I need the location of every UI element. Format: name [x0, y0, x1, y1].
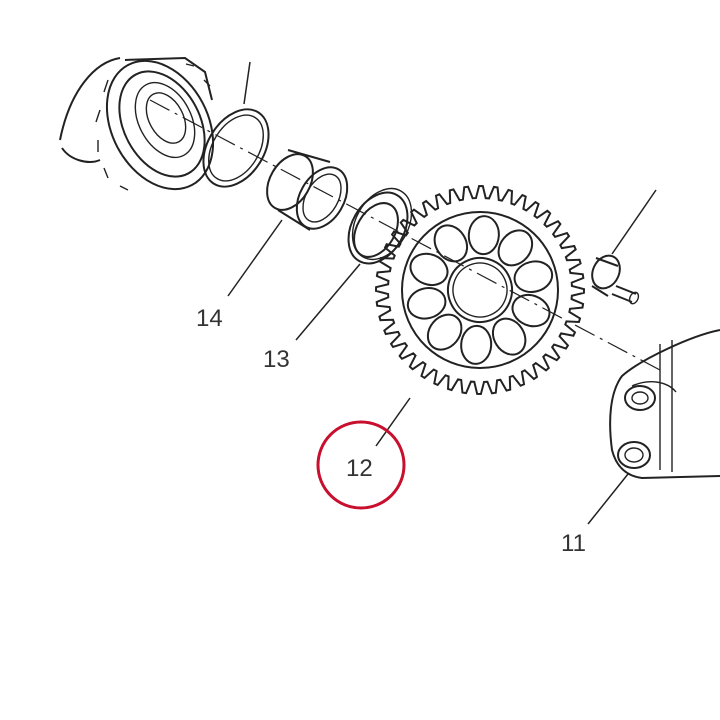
- wheel-hub-housing: [59, 56, 215, 191]
- callout-14: 14: [196, 305, 223, 332]
- highlight-circle: [316, 420, 406, 510]
- sprocket-lightening-hole: [460, 324, 493, 365]
- spacer-sleeve: [266, 149, 349, 231]
- sprocket-lightening-hole: [433, 224, 469, 263]
- sprocket-carrier: [609, 329, 720, 480]
- leader-lines: [227, 219, 629, 525]
- sprocket-lightening-hole: [467, 215, 500, 256]
- sprocket-lightening-hole: [409, 252, 449, 287]
- snap-ring: [202, 61, 270, 188]
- bearing-seal: [347, 187, 413, 265]
- sprocket-lightening-hole: [406, 287, 447, 320]
- rear-sprocket: [374, 184, 586, 396]
- sprocket-lightening-hole: [426, 313, 463, 351]
- sprocket-lightening-hole: [513, 260, 554, 293]
- sprocket-lightening-hole: [497, 229, 534, 267]
- sprocket-lightening-hole: [511, 293, 551, 328]
- sprocket-lightening-hole: [491, 317, 527, 356]
- sprocket-stud: [591, 189, 657, 305]
- callout-12: 12: [346, 455, 373, 482]
- callout-11: 11: [561, 530, 586, 557]
- callout-13: 13: [263, 346, 290, 373]
